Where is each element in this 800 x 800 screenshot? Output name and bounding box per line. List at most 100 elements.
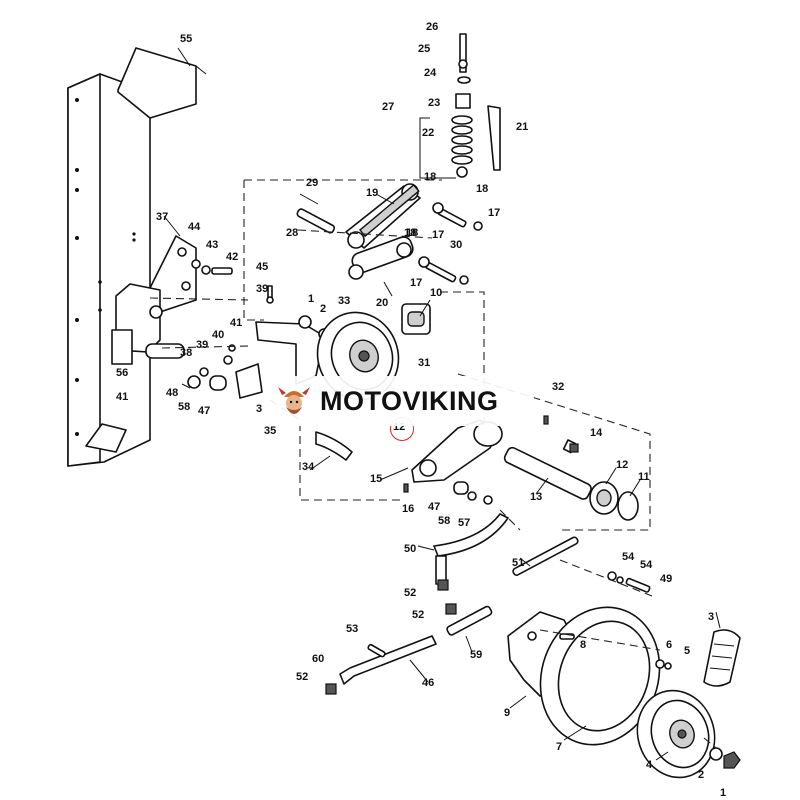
watermark-banner: MOTOVIKING	[268, 376, 534, 426]
label-52c: 52	[296, 671, 308, 683]
label-8: 8	[580, 639, 586, 651]
label-3a: 3	[256, 403, 262, 415]
label-52b: 52	[412, 609, 424, 621]
label-47b: 47	[428, 501, 440, 513]
label-47a: 47	[198, 405, 210, 417]
label-46: 46	[422, 677, 434, 689]
part-rod-46	[339, 635, 437, 685]
label-53: 53	[346, 623, 358, 635]
part-belt-3	[703, 629, 741, 687]
label-26: 26	[426, 21, 438, 33]
part-arm-19	[345, 183, 421, 249]
label-28: 28	[286, 227, 298, 239]
label-57: 57	[458, 517, 470, 529]
label-27: 27	[382, 101, 394, 113]
label-48: 48	[166, 387, 178, 399]
label-12: 12	[616, 459, 628, 471]
part-spacers-left	[187, 344, 263, 399]
label-43: 43	[206, 239, 218, 251]
label-59: 59	[470, 649, 482, 661]
part-shaft-13	[503, 439, 592, 500]
part-arm-15	[411, 419, 503, 483]
label-51: 51	[512, 557, 524, 569]
part-small-hardware	[403, 415, 672, 670]
label-17c: 17	[410, 277, 422, 289]
label-38: 38	[180, 347, 192, 359]
label-17a: 17	[488, 207, 500, 219]
label-23: 23	[428, 97, 440, 109]
part-pin-28	[296, 208, 336, 234]
part-pins-30-10	[418, 202, 483, 285]
part-frame-55	[67, 47, 207, 467]
label-14: 14	[590, 427, 603, 439]
label-41b: 41	[116, 391, 128, 403]
part-rod-59	[446, 605, 493, 636]
part-bolts-misc	[367, 571, 651, 658]
label-49: 49	[660, 573, 672, 585]
label-34: 34	[302, 461, 315, 473]
label-3b: 3	[708, 611, 714, 623]
label-2a: 2	[320, 303, 326, 315]
label-18c: 18	[406, 227, 418, 239]
leader-lines	[163, 47, 721, 761]
label-29: 29	[306, 177, 318, 189]
part-link-31	[401, 303, 431, 335]
label-22: 22	[422, 127, 434, 139]
label-7: 7	[556, 741, 562, 753]
label-15: 15	[370, 473, 382, 485]
part-ring-11	[617, 491, 639, 521]
label-19: 19	[366, 187, 378, 199]
part-bolt-42	[191, 259, 233, 275]
part-pulley-4	[636, 689, 716, 779]
label-1a: 1	[308, 293, 314, 305]
label-1b: 1	[720, 787, 726, 799]
label-40: 40	[212, 329, 224, 341]
label-50: 50	[404, 543, 416, 555]
label-31: 31	[418, 357, 430, 369]
label-5: 5	[684, 645, 690, 657]
watermark-text: MOTOVIKING	[320, 385, 499, 416]
label-41a: 41	[230, 317, 242, 329]
part-spring-27	[419, 33, 501, 179]
part-nut-1	[709, 747, 741, 769]
label-6: 6	[666, 639, 672, 651]
label-18b: 18	[476, 183, 488, 195]
part-idler-bracket	[255, 285, 330, 385]
label-32: 32	[552, 381, 564, 393]
label-20: 20	[376, 297, 388, 309]
label-35: 35	[264, 425, 276, 437]
label-21: 21	[516, 121, 528, 133]
label-60: 60	[312, 653, 324, 665]
label-16: 16	[402, 503, 414, 515]
label-2b: 2	[698, 769, 704, 781]
label-18d: 18	[404, 227, 416, 239]
viking-mascot-logo-icon	[278, 387, 310, 414]
label-18a: 18	[424, 171, 436, 183]
label-10: 10	[430, 287, 442, 299]
label-39b: 39	[196, 339, 208, 351]
label-25: 25	[418, 43, 430, 55]
label-13: 13	[530, 491, 542, 503]
part-arm-20	[348, 236, 414, 280]
part-bracket-37	[111, 235, 197, 365]
label-58b: 58	[438, 515, 450, 527]
part-number-labels: 55 26 25 24 23 22 27 21 29 19 18 18 28 1…	[116, 21, 726, 799]
label-4: 4	[646, 759, 653, 771]
label-58a: 58	[178, 401, 190, 413]
part-housing-7	[539, 606, 661, 746]
label-39a: 39	[256, 283, 268, 295]
label-33: 33	[338, 295, 350, 307]
label-54a: 54	[622, 551, 635, 563]
label-17b: 17	[432, 229, 444, 241]
label-52a: 52	[404, 587, 416, 599]
label-42: 42	[226, 251, 238, 263]
label-54b: 54	[640, 559, 653, 571]
label-56: 56	[116, 367, 128, 379]
label-44: 44	[188, 221, 201, 233]
label-9: 9	[504, 707, 510, 719]
label-55: 55	[180, 33, 192, 45]
part-spacers-right	[453, 481, 493, 505]
label-37: 37	[156, 211, 168, 223]
